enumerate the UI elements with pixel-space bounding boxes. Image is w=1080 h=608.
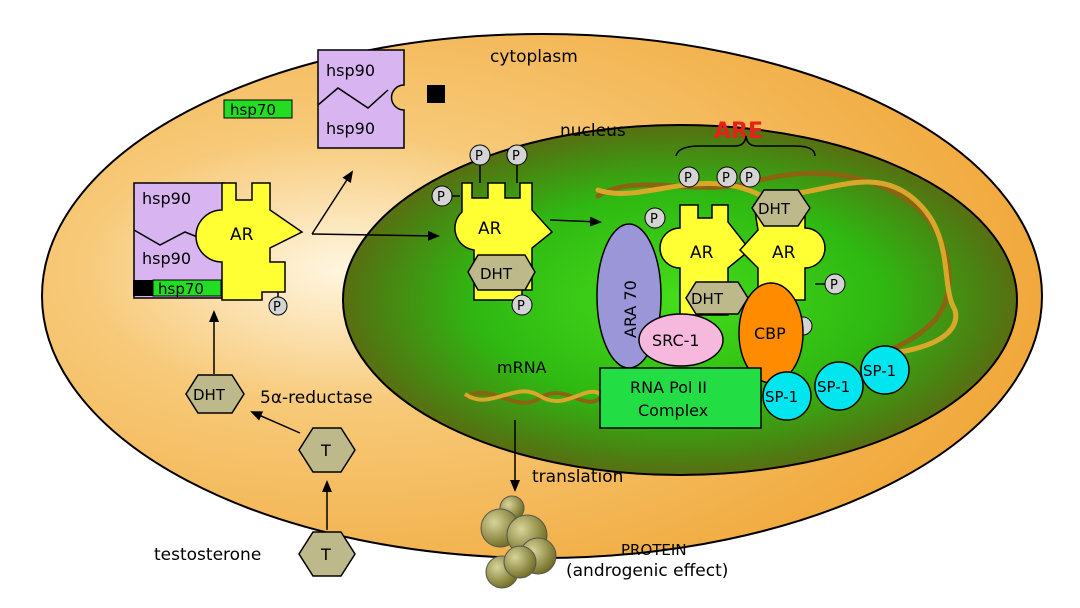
ar-hsp-complex: hsp90 hsp90 hsp70 AR P	[133, 182, 304, 316]
sp1-circle	[762, 371, 812, 421]
phosphate-label: P	[830, 278, 838, 293]
hsp70-label: hsp70	[158, 280, 204, 298]
translation-label: translation	[532, 467, 623, 487]
nucleus-label: nucleus	[560, 121, 626, 141]
dht-label: DHT	[193, 386, 226, 404]
dht-hexagon	[751, 189, 811, 227]
dht-label: DHT	[758, 200, 791, 218]
phosphate-label: P	[517, 299, 525, 314]
phosphate	[469, 144, 491, 166]
phosphate-label: P	[273, 300, 281, 315]
dht-cytoplasm: DHT	[185, 374, 245, 414]
arrow-t-to-dht	[250, 411, 301, 434]
protein-label: PROTEIN	[621, 541, 687, 559]
ar-label: AR	[690, 243, 714, 263]
sp1-label: SP-1	[863, 362, 896, 380]
testosterone-label: testosterone	[154, 545, 261, 565]
sp1-circle	[814, 361, 864, 411]
ar-shape	[195, 182, 304, 301]
ar-dht-nuclear: P P P AR DHT P	[431, 144, 554, 316]
arrow-to-hsp90	[311, 170, 354, 235]
phosphate-label: P	[512, 149, 520, 164]
phosphate	[716, 166, 738, 188]
cbp: CBP	[738, 282, 804, 384]
phosphate	[644, 207, 666, 229]
t-label: T	[320, 545, 331, 564]
arrow-to-nucleus	[311, 230, 440, 241]
src1: SRC-1	[638, 313, 724, 367]
hsp90-label: hsp90	[142, 249, 191, 268]
testosterone-upper: T	[298, 427, 356, 473]
phosphate-label: P	[684, 171, 692, 186]
phosphate	[678, 166, 700, 188]
sp1-circle	[860, 345, 910, 395]
arrow-to-dna	[549, 216, 602, 227]
t-label: T	[320, 441, 331, 460]
rna-pol-label-line2: Complex	[638, 401, 708, 420]
phosphate-label: P	[437, 190, 445, 205]
phosphate-label: P	[722, 171, 730, 186]
testosterone-lower: T	[298, 531, 356, 577]
phosphate-label: P	[745, 171, 753, 186]
protein-cluster	[480, 495, 557, 589]
dht-hexagon	[685, 281, 749, 315]
ar-label: AR	[478, 219, 502, 239]
ara70-label: ARA 70	[621, 280, 640, 338]
rna-pol-ii-complex: RNA Pol II Complex	[599, 367, 762, 429]
hsp90-label: hsp90	[326, 119, 375, 138]
dht-hexagon	[185, 374, 245, 414]
black-square	[427, 85, 445, 103]
phosphate	[511, 294, 533, 316]
hsp70-free: hsp70	[223, 99, 293, 119]
dht-label: DHT	[480, 265, 513, 283]
are-brace	[675, 135, 816, 157]
phosphate	[506, 144, 528, 166]
dht-hexagon	[467, 254, 536, 291]
hsp90-dimer-free: hsp90 hsp90	[317, 49, 405, 149]
are-label: ARE	[714, 119, 763, 144]
sp1-factors: SP-1 SP-1 SP-1	[762, 345, 910, 421]
protein-effect-label: (androgenic effect)	[566, 561, 728, 581]
hsp90-label: hsp90	[326, 61, 375, 80]
phosphate	[739, 166, 761, 188]
t-hexagon	[298, 427, 356, 473]
hsp90-label: hsp90	[142, 189, 191, 208]
ar-label: AR	[772, 243, 796, 263]
sp1-label: SP-1	[817, 378, 850, 396]
phosphate	[268, 296, 288, 316]
mrna-label: mRNA	[497, 358, 547, 377]
five-alpha-reductase-label: 5α-reductase	[260, 388, 373, 408]
mrna-strand	[463, 389, 602, 405]
sp1-label: SP-1	[765, 388, 798, 406]
cytoplasm-label: cytoplasm	[490, 47, 578, 67]
dht-label: DHT	[691, 290, 724, 308]
phosphate-label: P	[475, 149, 483, 164]
hsp70-label: hsp70	[230, 101, 276, 119]
src1-label: SRC-1	[652, 331, 700, 350]
phosphate	[824, 273, 846, 295]
ar-dimer: AR AR DHT DHT P P P P P	[644, 166, 846, 336]
cbp-label: CBP	[754, 324, 786, 343]
phosphate	[431, 185, 453, 207]
rna-pol-label-line1: RNA Pol II	[630, 378, 707, 397]
ar-label: AR	[230, 225, 254, 245]
phosphate-label: P	[650, 212, 658, 227]
t-hexagon	[298, 531, 356, 577]
